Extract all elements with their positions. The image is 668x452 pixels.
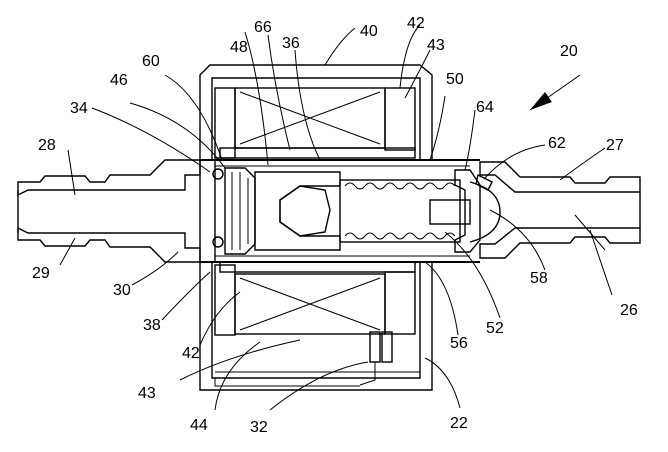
- label-48: 48: [230, 39, 248, 56]
- label-22: 22: [450, 415, 468, 432]
- label-66: 66: [254, 19, 272, 36]
- arrowhead-20: [530, 92, 552, 110]
- label-30: 30: [113, 282, 131, 299]
- spring: [339, 169, 481, 253]
- label-28: 28: [38, 137, 56, 154]
- label-26: 26: [620, 302, 638, 319]
- label-34: 34: [70, 100, 88, 117]
- label-20: 20: [560, 43, 578, 60]
- label-42-top: 42: [407, 15, 425, 32]
- outlet-fitting: [479, 161, 641, 259]
- label-32: 32: [250, 419, 268, 436]
- label-62: 62: [548, 135, 566, 152]
- label-56: 56: [450, 335, 468, 352]
- label-42-bottom: 42: [182, 345, 200, 362]
- armature-sleeve: [200, 159, 480, 263]
- valve-seat: [199, 159, 256, 263]
- check-cap: [469, 173, 501, 243]
- label-58: 58: [530, 270, 548, 287]
- label-36: 36: [282, 35, 300, 52]
- label-64: 64: [476, 99, 494, 116]
- label-60: 60: [142, 53, 160, 70]
- leader-lines: [59, 24, 613, 411]
- label-40: 40: [360, 23, 378, 40]
- reference-numerals: 20 22 26 27 28 29 30 32 34 36 38 40 42 4…: [32, 15, 638, 436]
- label-43-top: 43: [427, 37, 445, 54]
- plunger: [254, 171, 341, 251]
- label-46: 46: [110, 72, 128, 89]
- label-43-bottom: 43: [138, 385, 156, 402]
- label-27: 27: [606, 137, 624, 154]
- label-52: 52: [486, 320, 504, 337]
- coil-assembly: [214, 87, 416, 336]
- label-44: 44: [190, 417, 208, 434]
- electrical-terminal: [359, 331, 393, 386]
- label-50: 50: [446, 71, 464, 88]
- label-38: 38: [143, 317, 161, 334]
- label-29: 29: [32, 265, 50, 282]
- inlet-fitting: [17, 159, 201, 263]
